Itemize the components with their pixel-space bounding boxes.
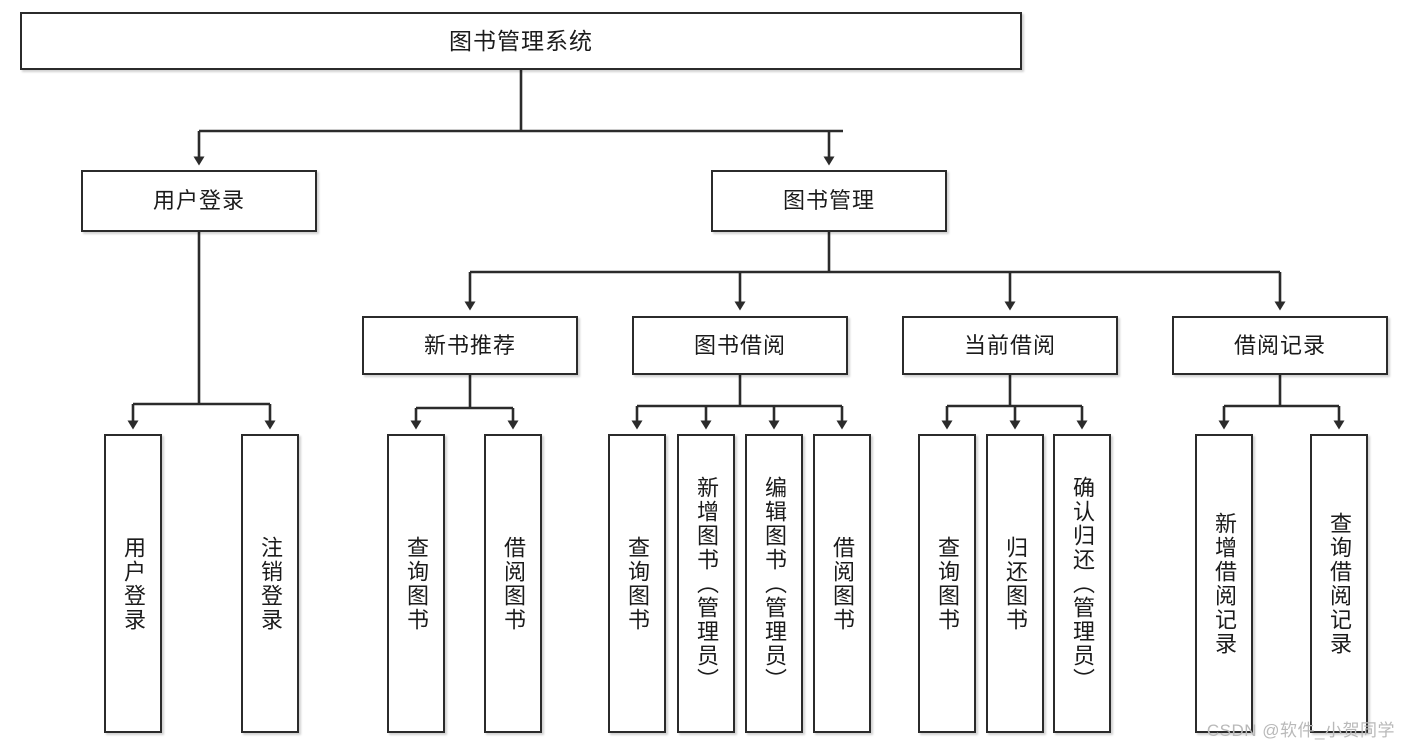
- node-leaf-borrow-book-1-label: 借阅图书: [500, 535, 526, 632]
- node-leaf-query-book-2-label: 查询图书: [624, 535, 650, 632]
- node-leaf-query-book-1-label: 查询图书: [403, 535, 429, 632]
- node-book-borrow-label: 图书借阅: [693, 332, 786, 358]
- node-leaf-confirm-return[interactable]: 确认归还（管理员）: [1053, 434, 1111, 733]
- node-borrow-record[interactable]: 借阅记录: [1172, 316, 1388, 375]
- node-leaf-add-book-label: 新增图书（管理员）: [693, 475, 719, 692]
- node-leaf-add-book[interactable]: 新增图书（管理员）: [677, 434, 735, 733]
- watermark: CSDN @软件_小贺同学: [1206, 721, 1395, 740]
- node-user-login[interactable]: 用户登录: [81, 170, 317, 232]
- node-leaf-query-book-2[interactable]: 查询图书: [608, 434, 666, 733]
- node-root-label: 图书管理系统: [449, 27, 593, 54]
- edges-current-borrow-to-leaves: [941, 375, 1088, 430]
- node-leaf-query-book-3[interactable]: 查询图书: [918, 434, 976, 733]
- node-leaf-query-record-label: 查询借阅记录: [1326, 511, 1352, 656]
- node-current-borrow-label: 当前借阅: [963, 332, 1056, 358]
- edges-new-book-recommend-to-leaves: [410, 375, 519, 430]
- node-borrow-record-label: 借阅记录: [1233, 332, 1326, 358]
- node-leaf-logout[interactable]: 注销登录: [241, 434, 299, 733]
- node-leaf-user-login[interactable]: 用户登录: [104, 434, 162, 733]
- node-book-manage[interactable]: 图书管理: [711, 170, 947, 232]
- edges-book-manage-to-l3: [464, 232, 1286, 311]
- node-leaf-query-book-1[interactable]: 查询图书: [387, 434, 445, 733]
- edges-user-login-to-leaves: [127, 232, 276, 430]
- node-leaf-query-book-3-label: 查询图书: [934, 535, 960, 632]
- node-new-book-recommend[interactable]: 新书推荐: [362, 316, 578, 375]
- node-book-borrow[interactable]: 图书借阅: [632, 316, 848, 375]
- node-book-manage-label: 图书管理: [782, 188, 875, 214]
- node-leaf-return-book[interactable]: 归还图书: [986, 434, 1044, 733]
- edges-root-to-l2: [193, 70, 843, 166]
- node-root[interactable]: 图书管理系统: [20, 12, 1022, 70]
- node-leaf-query-record[interactable]: 查询借阅记录: [1310, 434, 1368, 733]
- node-leaf-logout-label: 注销登录: [257, 535, 283, 632]
- node-leaf-borrow-book-2-label: 借阅图书: [829, 535, 855, 632]
- node-current-borrow[interactable]: 当前借阅: [902, 316, 1118, 375]
- node-leaf-confirm-return-label: 确认归还（管理员）: [1069, 475, 1095, 692]
- node-leaf-add-record-label: 新增借阅记录: [1211, 511, 1237, 656]
- edges-book-borrow-to-leaves: [631, 375, 848, 430]
- node-leaf-borrow-book-1[interactable]: 借阅图书: [484, 434, 542, 733]
- node-leaf-return-book-label: 归还图书: [1002, 535, 1028, 632]
- node-leaf-edit-book[interactable]: 编辑图书（管理员）: [745, 434, 803, 733]
- node-user-login-label: 用户登录: [152, 188, 245, 214]
- node-leaf-add-record[interactable]: 新增借阅记录: [1195, 434, 1253, 733]
- node-leaf-edit-book-label: 编辑图书（管理员）: [761, 475, 787, 692]
- edges-borrow-record-to-leaves: [1218, 375, 1345, 430]
- node-new-book-recommend-label: 新书推荐: [423, 332, 516, 358]
- node-leaf-borrow-book-2[interactable]: 借阅图书: [813, 434, 871, 733]
- node-leaf-user-login-label: 用户登录: [120, 535, 146, 632]
